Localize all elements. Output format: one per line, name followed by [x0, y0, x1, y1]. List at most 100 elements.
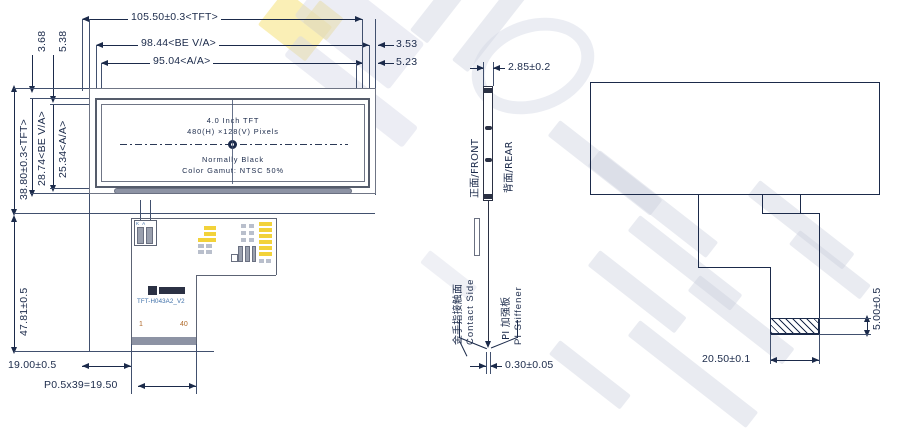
fpc-pad	[204, 232, 216, 236]
fpc-pad	[198, 244, 204, 248]
spec-line-1: 4.0 Inch TFT	[206, 116, 260, 125]
label-contact-side-en: Contact Side	[465, 278, 476, 345]
module-notch	[485, 158, 492, 162]
fpc-component	[245, 246, 250, 262]
arrow-right	[189, 383, 196, 389]
dim-line-aa-width	[101, 63, 363, 64]
arrow-left	[493, 65, 500, 71]
dim-edge-top: 3.68	[36, 30, 48, 52]
ext-tick	[50, 104, 95, 105]
vertical-centerline	[232, 100, 233, 184]
spec-line-3: Normally Black	[202, 155, 264, 164]
arrow-down	[50, 96, 56, 103]
arrow-right	[812, 357, 819, 363]
arrow-left	[101, 60, 108, 66]
label-rear: 背面/REAR	[504, 141, 515, 193]
fpc-pad	[241, 224, 246, 228]
label-contact-side-cn: 金手指接触面	[453, 283, 464, 345]
pin-first: 1	[139, 321, 143, 328]
fpc-pad	[241, 231, 246, 235]
arrow-right	[479, 363, 486, 369]
dim-stiffener-width: 20.50±0.1	[702, 353, 751, 365]
arrow-down	[11, 209, 17, 216]
fpc-edge-step-v	[276, 218, 277, 275]
dim-line-aa-height	[53, 104, 54, 188]
ext-tick	[819, 334, 871, 335]
arrow-left	[138, 383, 145, 389]
ext-line	[490, 352, 491, 374]
fpc-pad	[249, 238, 254, 242]
module-cap-top	[484, 88, 492, 93]
led-lead	[150, 200, 151, 220]
fpc-pad	[206, 250, 212, 254]
label-stiffener-cn: PI 加强板	[501, 296, 512, 340]
dim-offset-next: 5.23	[396, 56, 418, 68]
arrow-down	[29, 86, 35, 93]
leader-offset-top	[378, 45, 394, 46]
fpc-pad	[204, 226, 216, 230]
dim-tft-width: 105.50±0.3<TFT>	[128, 11, 221, 23]
dim-aa-width: 95.04<A/A>	[150, 55, 214, 67]
pin-last: 40	[180, 321, 188, 328]
arrow-left	[96, 42, 103, 48]
dim-line-stiffener-width	[770, 360, 819, 361]
ext-tick	[14, 213, 124, 214]
dim-line-stiffener-height	[867, 318, 868, 334]
leader-v	[517, 320, 518, 338]
ext-tick	[50, 188, 95, 189]
rear-fpc-outer-right	[819, 213, 820, 334]
arrow-down	[485, 341, 491, 348]
rear-notch-left	[762, 195, 763, 213]
ext-tick	[14, 351, 214, 352]
fpc-edge-right	[196, 275, 197, 344]
leader-v	[459, 320, 460, 338]
ext-line	[101, 63, 102, 91]
dim-be-va-height: 28.74<BE V/A>	[36, 111, 48, 186]
arrow-up	[11, 215, 17, 222]
dim-offset-top: 3.53	[396, 38, 418, 50]
arrow-down	[864, 330, 870, 337]
rear-module-outline	[590, 82, 880, 195]
fpc-connector-pad	[259, 228, 272, 232]
arrow-left	[378, 42, 385, 48]
dim-line-fpc-length	[14, 218, 15, 351]
ext-line	[131, 344, 132, 394]
fpc-top-edge	[89, 213, 375, 214]
arrow-left	[490, 363, 497, 369]
dim-tft-height: 38.80±0.3<TFT>	[18, 119, 30, 200]
arrow-down	[11, 347, 17, 354]
arrow-left	[770, 357, 777, 363]
rear-fpc-bottom	[770, 334, 819, 335]
ext-line	[493, 62, 494, 86]
ext-line	[486, 352, 487, 374]
fpc-component	[238, 246, 243, 262]
led-pad	[146, 227, 153, 244]
rear-notch-right	[800, 195, 801, 213]
dim-aa-height: 25.34<A/A>	[57, 120, 69, 178]
label-stiffener-en: PI Stiffener	[513, 286, 524, 345]
module-notch	[485, 126, 492, 130]
dim-line-thickness-l	[470, 68, 483, 69]
drawing-canvas: 105.50±0.3<TFT> 98.44<BE V/A> 95.04<A/A>…	[8, 0, 883, 428]
fpc-connector-pad	[259, 240, 272, 244]
fpc-pad	[198, 250, 204, 254]
arrow-left	[82, 363, 89, 369]
dim-edge-second: 5.38	[57, 30, 69, 52]
dim-module-thickness: 2.85±0.2	[508, 61, 551, 73]
dim-line-edge-top	[32, 55, 33, 89]
gold-finger-strip	[132, 337, 196, 345]
dim-line-fpc-offset	[82, 366, 131, 367]
label-front: 正面/FRONT	[470, 138, 481, 198]
led-connector-outline	[134, 220, 157, 246]
leader-offset-next	[378, 63, 394, 64]
fpc-pad	[249, 224, 254, 228]
led-ka-label: K A	[136, 221, 147, 226]
dim-be-va-width: 98.44<BE V/A>	[138, 37, 219, 49]
rear-stiffener-hatch	[770, 318, 819, 334]
arrow-right	[124, 363, 131, 369]
backlight-bar	[114, 188, 352, 194]
arrow-right	[477, 65, 484, 71]
arrow-right	[362, 42, 369, 48]
spec-line-2: 480(H) ×128(V) Pixels	[187, 127, 279, 136]
fpc-connector-pad	[259, 222, 272, 226]
